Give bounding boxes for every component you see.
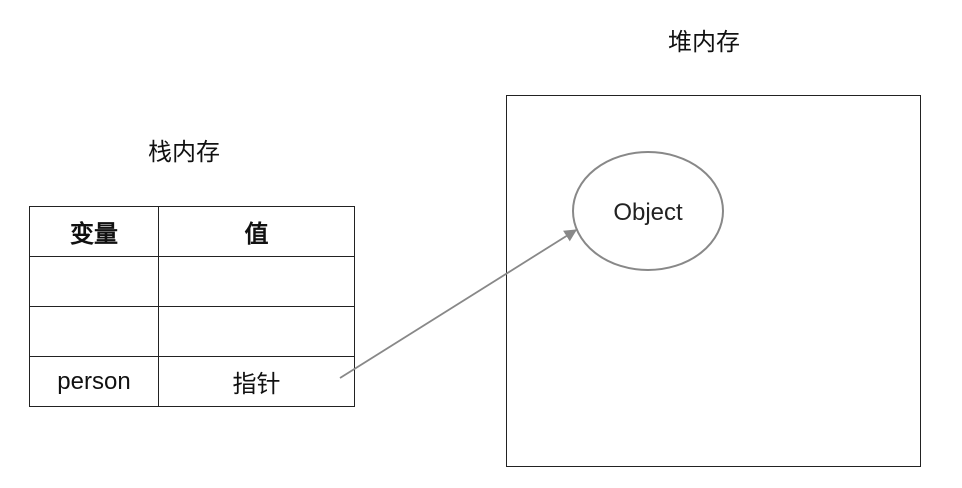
table-row: person 指针 xyxy=(29,356,355,407)
pointer-arrow xyxy=(339,229,578,379)
stack-memory-title: 栈内存 xyxy=(148,138,220,166)
heap-memory-box xyxy=(506,95,921,467)
stack-table: 变量 值 person 指针 xyxy=(29,206,355,407)
variable-column-header: 变量 xyxy=(29,206,159,257)
object-ellipse xyxy=(572,151,724,271)
object-label: Object xyxy=(613,199,683,226)
table-row xyxy=(29,256,355,307)
heap-memory-title: 堆内存 xyxy=(668,28,740,56)
stack-table-header: 变量 值 xyxy=(29,206,355,257)
value-column-header: 值 xyxy=(158,206,355,257)
value-cell: 指针 xyxy=(158,356,355,407)
value-cell xyxy=(158,256,355,307)
variable-cell: person xyxy=(29,356,159,407)
value-cell xyxy=(158,306,355,357)
